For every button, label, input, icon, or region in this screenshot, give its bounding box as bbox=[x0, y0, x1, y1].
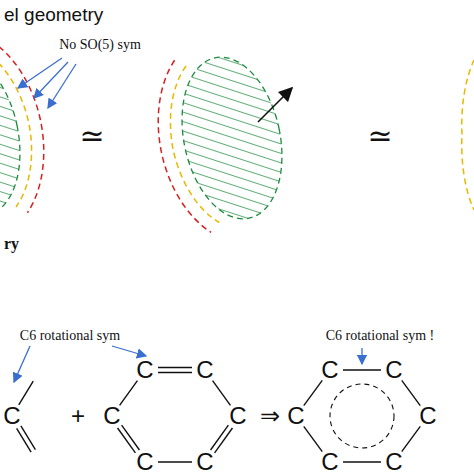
carbon-atom: C bbox=[196, 450, 213, 474]
bond-line bbox=[304, 426, 323, 451]
plus-sign: + bbox=[71, 404, 85, 428]
annotation: C6 rotational sym bbox=[20, 329, 120, 343]
approx-symbol: ≃ bbox=[79, 121, 104, 151]
carbon-atom: C bbox=[321, 450, 338, 474]
bond-line bbox=[17, 428, 31, 452]
bond-line bbox=[211, 425, 229, 450]
annotation: No SO(5) sym bbox=[59, 38, 141, 52]
bond-line bbox=[120, 381, 138, 406]
carbon-atom: C bbox=[103, 404, 120, 428]
carbon-atom: C bbox=[136, 450, 153, 474]
bond-line bbox=[19, 381, 33, 405]
carbon-atom: C bbox=[196, 358, 213, 382]
carbon-atom: C bbox=[136, 358, 153, 382]
carbon-atom: C bbox=[3, 404, 20, 428]
carbon-atom: C bbox=[419, 404, 436, 428]
title-fragment: el geometry bbox=[4, 5, 103, 24]
carbon-atom: C bbox=[385, 450, 402, 474]
carbon-atom: C bbox=[229, 404, 246, 428]
annotation: C6 rotational sym ! bbox=[326, 329, 435, 343]
bond-line bbox=[213, 381, 231, 406]
left-ellipse bbox=[0, 34, 59, 231]
center-ellipse bbox=[143, 42, 297, 239]
approx-symbol: ≃ bbox=[367, 121, 392, 151]
bond-line bbox=[158, 367, 192, 368]
bond-line bbox=[343, 461, 381, 462]
bonds bbox=[17, 368, 421, 463]
bond-line bbox=[158, 372, 192, 373]
bond-line bbox=[304, 380, 323, 405]
bond-line bbox=[402, 380, 421, 405]
implies-arrow: ⇒ bbox=[260, 404, 280, 428]
carbon-atom: C bbox=[385, 358, 402, 382]
bond-line bbox=[158, 461, 192, 462]
bond-line bbox=[122, 425, 140, 450]
section-fragment: ry bbox=[4, 236, 19, 252]
bond-line bbox=[343, 369, 381, 370]
carbon-atom: C bbox=[287, 404, 304, 428]
bond-line bbox=[402, 426, 421, 451]
carbon-atom: C bbox=[321, 358, 338, 382]
